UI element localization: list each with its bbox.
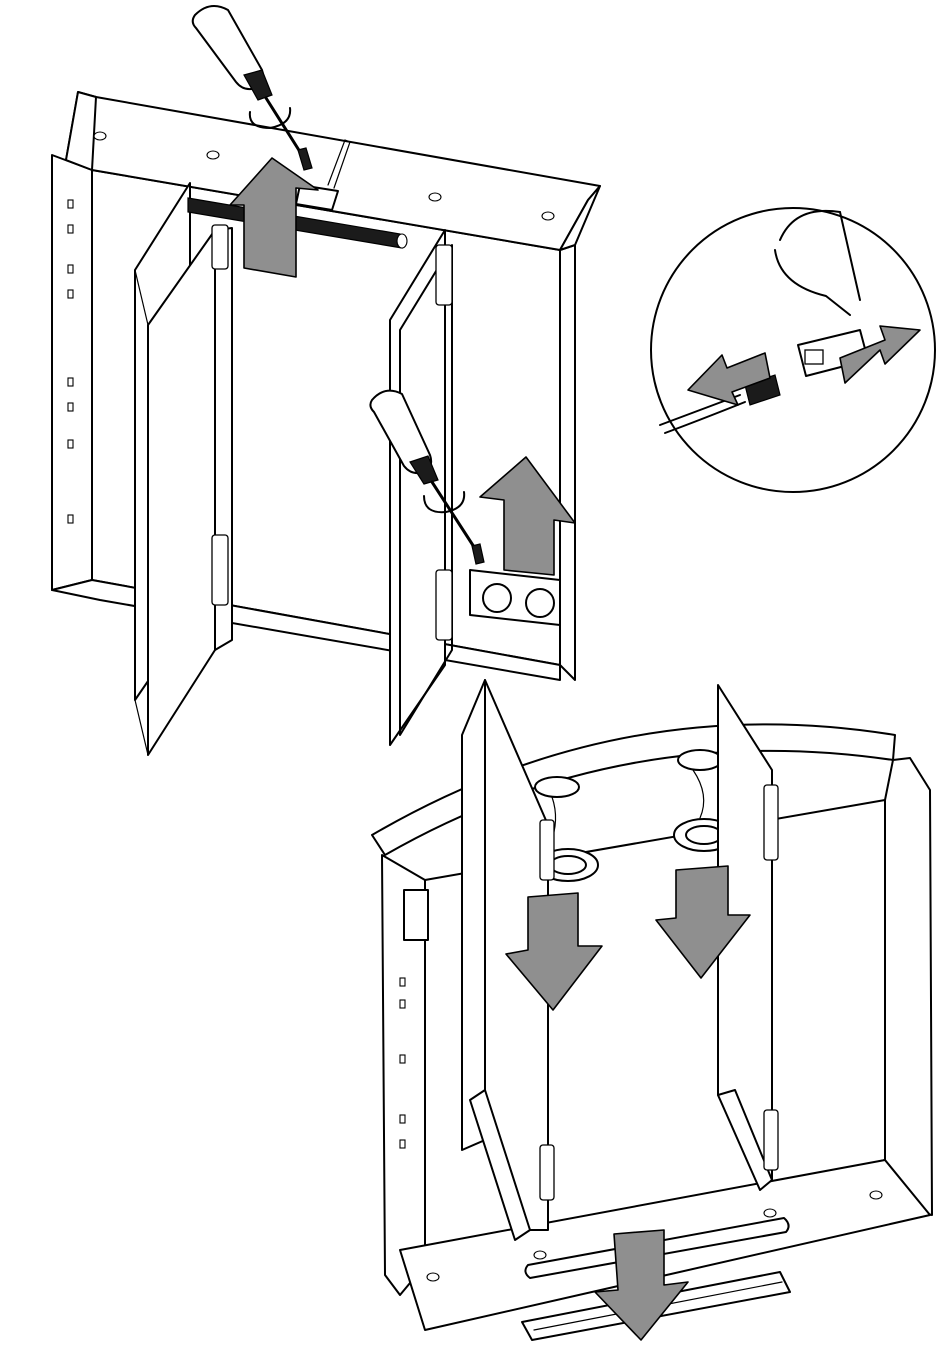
cabinet-right-side xyxy=(885,758,932,1215)
socket-box xyxy=(470,570,560,625)
cabinet-left-side xyxy=(52,155,92,590)
cabinet-right-side xyxy=(560,245,575,680)
connector-detail xyxy=(651,208,935,492)
cabinet-bottom-view xyxy=(372,680,932,1340)
left-door xyxy=(462,680,485,1150)
cabinet-top-view xyxy=(52,6,600,755)
shelf-pin-holes xyxy=(400,978,405,1148)
